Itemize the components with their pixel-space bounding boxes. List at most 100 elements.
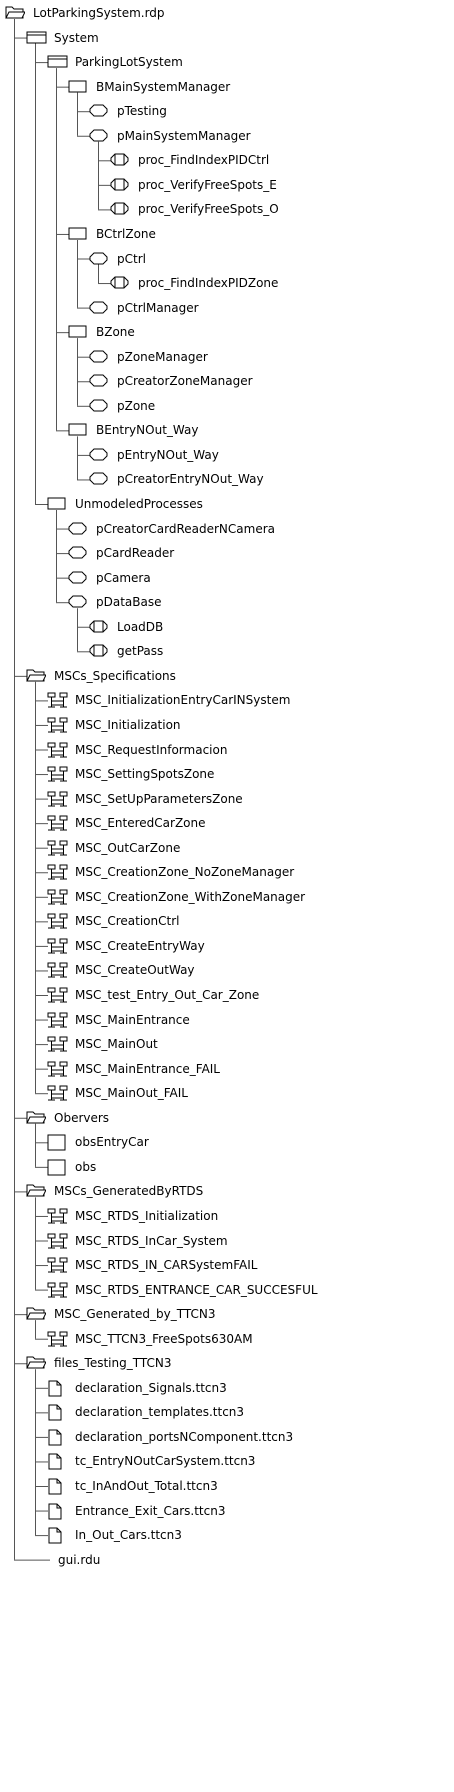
tree-item[interactable]: UnmodeledProcesses [0, 492, 454, 516]
tree-item[interactable]: LotParkingSystem.rdp [0, 1, 454, 25]
system-block-icon [47, 54, 69, 72]
tree-item[interactable]: BEntryNOut_Way [0, 418, 454, 442]
tree-item[interactable]: pCreatorEntryNOut_Way [0, 467, 454, 491]
msc-icon [47, 1085, 69, 1105]
process-icon [89, 349, 109, 367]
tree-item-label: MSC_RTDS_IN_CARSystemFAIL [75, 1258, 258, 1273]
tree-item[interactable]: obsEntryCar [0, 1130, 454, 1154]
tree-item-label: In_Out_Cars.ttcn3 [75, 1528, 182, 1543]
tree-item[interactable]: MSC_Initialization [0, 713, 454, 737]
tree-item[interactable]: ParkingLotSystem [0, 50, 454, 74]
tree-item[interactable]: pCamera [0, 566, 454, 590]
tree-item[interactable]: pCreatorZoneManager [0, 369, 454, 393]
tree-item-label: getPass [117, 644, 164, 659]
tree-item[interactable]: gui.rdu [0, 1548, 454, 1572]
tree-item[interactable]: declaration_Signals.ttcn3 [0, 1376, 454, 1400]
tree-item[interactable]: pCtrl [0, 247, 454, 271]
msc-icon [47, 766, 69, 786]
tree-item[interactable]: getPass [0, 639, 454, 663]
tree-item[interactable]: MSCs_GeneratedByRTDS [0, 1179, 454, 1203]
msc-icon [47, 864, 69, 884]
tree-item-label: MSC_CreationCtrl [75, 914, 180, 929]
tree-item[interactable]: System [0, 26, 454, 50]
observer-icon [47, 1159, 67, 1179]
tree-item[interactable]: MSC_CreationZone_WithZoneManager [0, 885, 454, 909]
tree-item-label: MSC_Generated_by_TTCN3 [54, 1307, 216, 1322]
block-icon [68, 79, 88, 97]
tree-item[interactable]: tc_InAndOut_Total.ttcn3 [0, 1474, 454, 1498]
process-icon [68, 545, 88, 563]
tree-item[interactable]: MSC_test_Entry_Out_Car_Zone [0, 983, 454, 1007]
tree-item[interactable]: pCreatorCardReaderNCamera [0, 517, 454, 541]
tree-item[interactable]: MSC_RTDS_ENTRANCE_CAR_SUCCESFUL [0, 1278, 454, 1302]
tree-item[interactable]: pMainSystemManager [0, 124, 454, 148]
tree-item[interactable]: pDataBase [0, 590, 454, 614]
system-block-icon [26, 30, 48, 48]
tree-item[interactable]: In_Out_Cars.ttcn3 [0, 1523, 454, 1547]
tree-item[interactable]: MSC_TTCN3_FreeSpots630AM [0, 1327, 454, 1351]
msc-icon [47, 962, 69, 982]
tree-item[interactable]: Entrance_Exit_Cars.ttcn3 [0, 1499, 454, 1523]
tree-item[interactable]: MSC_MainEntrance [0, 1008, 454, 1032]
tree-item-label: declaration_Signals.ttcn3 [75, 1380, 227, 1395]
tree-item[interactable]: obs [0, 1155, 454, 1179]
tree-item[interactable]: declaration_templates.ttcn3 [0, 1400, 454, 1424]
tree-item[interactable]: pZoneManager [0, 345, 454, 369]
tree-item[interactable]: pEntryNOut_Way [0, 443, 454, 467]
tree-item[interactable]: MSC_MainEntrance_FAIL [0, 1057, 454, 1081]
tree-item[interactable]: MSC_SetUpParametersZone [0, 787, 454, 811]
tree-item-label: files_Testing_TTCN3 [54, 1356, 172, 1371]
tree-item[interactable]: BMainSystemManager [0, 75, 454, 99]
procedure-icon [110, 152, 130, 170]
tree-item[interactable]: pTesting [0, 99, 454, 123]
tree-item[interactable]: pCtrlManager [0, 296, 454, 320]
tree-item-label: MSC_CreationZone_WithZoneManager [75, 889, 306, 904]
tree-item[interactable]: proc_VerifyFreeSpots_E [0, 173, 454, 197]
tree-item[interactable]: pZone [0, 394, 454, 418]
tree-item[interactable]: MSC_RequestInformacion [0, 738, 454, 762]
tree-item[interactable]: proc_FindIndexPIDCtrl [0, 148, 454, 172]
tree-item-label: pEntryNOut_Way [117, 447, 219, 462]
tree-item[interactable]: MSC_RTDS_Initialization [0, 1204, 454, 1228]
tree-item-label: MSC_RTDS_Initialization [75, 1208, 219, 1223]
tree-item[interactable]: MSC_InitializationEntryCarINSystem [0, 688, 454, 712]
tree-item[interactable]: MSC_SettingSpotsZone [0, 762, 454, 786]
tree-item[interactable]: tc_EntryNOutCarSystem.ttcn3 [0, 1449, 454, 1473]
tree-item[interactable]: MSC_CreationZone_NoZoneManager [0, 860, 454, 884]
msc-icon [47, 815, 69, 835]
tree-item[interactable]: MSC_RTDS_InCar_System [0, 1229, 454, 1253]
tree-item[interactable]: BCtrlZone [0, 222, 454, 246]
tree-item[interactable]: proc_VerifyFreeSpots_O [0, 197, 454, 221]
tree-item[interactable]: files_Testing_TTCN3 [0, 1351, 454, 1375]
tree-item-label: LotParkingSystem.rdp [33, 6, 165, 20]
tree-item[interactable]: MSC_Generated_by_TTCN3 [0, 1302, 454, 1326]
tree-item-label: LoadDB [117, 619, 164, 634]
process-icon [89, 128, 109, 146]
tree-item[interactable]: MSC_RTDS_IN_CARSystemFAIL [0, 1253, 454, 1277]
tree-item[interactable]: MSC_MainOut_FAIL [0, 1081, 454, 1105]
tree-item-label: gui.rdu [58, 1552, 101, 1567]
tree-item[interactable]: declaration_portsNComponent.ttcn3 [0, 1425, 454, 1449]
process-icon [89, 251, 109, 269]
tree-item[interactable]: MSC_MainOut [0, 1032, 454, 1056]
tree-item-label: Obervers [54, 1110, 110, 1125]
process-icon [89, 471, 109, 489]
tree-item[interactable]: pCardReader [0, 541, 454, 565]
tree-item[interactable]: MSC_OutCarZone [0, 836, 454, 860]
process-icon [68, 594, 88, 612]
tree-item[interactable]: MSCs_Specifications [0, 664, 454, 688]
file-icon [47, 1453, 63, 1473]
tree-item-label: BEntryNOut_Way [96, 423, 199, 438]
tree-item[interactable]: MSC_CreateOutWay [0, 958, 454, 982]
tree-item[interactable]: BZone [0, 320, 454, 344]
tree-item[interactable]: MSC_CreationCtrl [0, 909, 454, 933]
tree-item-label: tc_EntryNOutCarSystem.ttcn3 [75, 1454, 256, 1469]
tree-item[interactable]: LoadDB [0, 615, 454, 639]
tree-item-label: MSC_test_Entry_Out_Car_Zone [75, 988, 260, 1002]
tree-item[interactable]: proc_FindIndexPIDZone [0, 271, 454, 295]
tree-item[interactable]: MSC_CreateEntryWay [0, 934, 454, 958]
tree-item-label: Entrance_Exit_Cars.ttcn3 [75, 1503, 226, 1518]
tree-item[interactable]: Obervers [0, 1106, 454, 1130]
tree-item[interactable]: MSC_EnteredCarZone [0, 811, 454, 835]
